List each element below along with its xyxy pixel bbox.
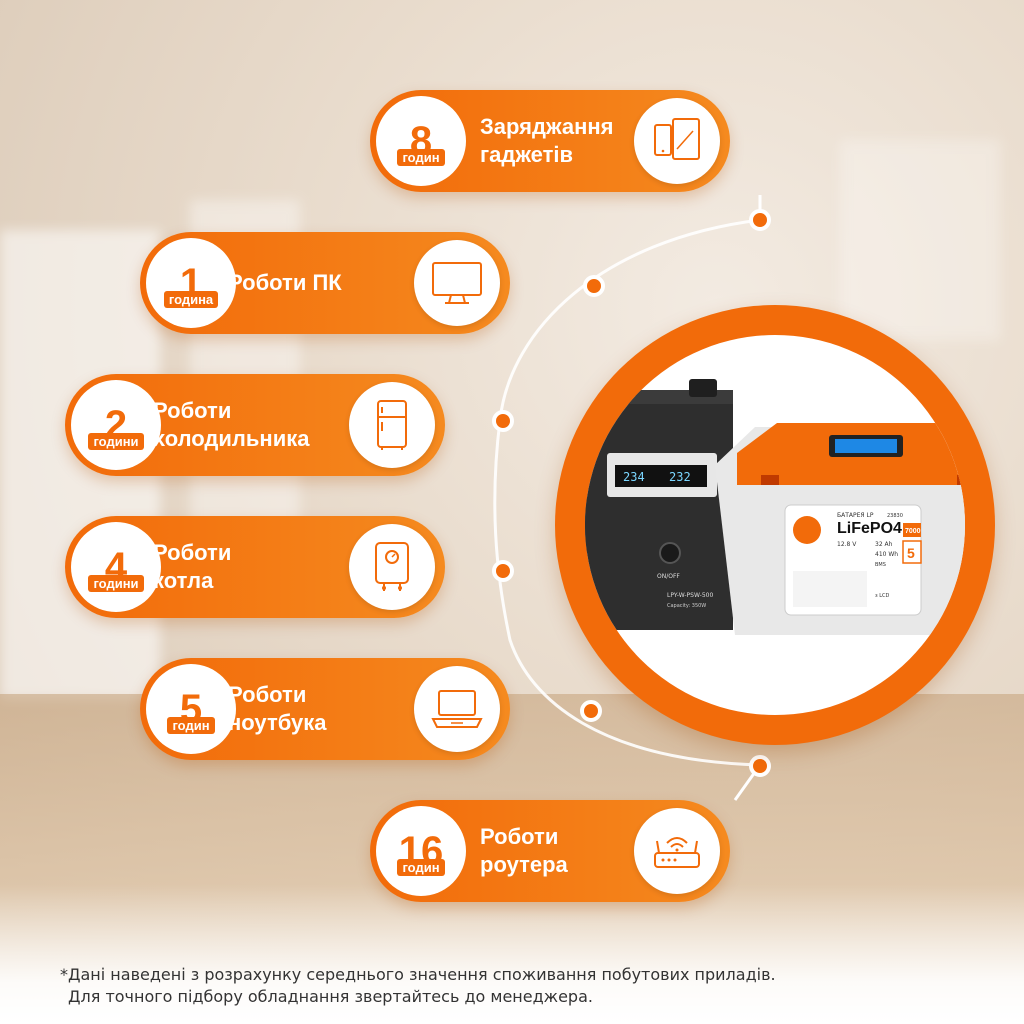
footnote: *Дані наведені з розрахунку середнього з… xyxy=(60,964,980,1008)
product-illustration: 234 232 ON/OFF LPY-W-PSW-500 Capacity: 3… xyxy=(585,379,965,635)
connector-dot xyxy=(492,410,514,432)
battery-chemistry: LiFePO4 xyxy=(837,520,902,537)
product-ring: 234 232 ON/OFF LPY-W-PSW-500 Capacity: 3… xyxy=(555,305,995,745)
hours-badge: 8 годин xyxy=(376,96,466,186)
hours-badge: 2 години xyxy=(71,380,161,470)
laptop-icon xyxy=(414,666,500,752)
item-pc: 1 година Роботи ПК xyxy=(140,232,510,334)
battery-code: 23830 xyxy=(887,513,903,519)
footnote-line-2: Для точного підбору обладнання звертайте… xyxy=(68,987,593,1006)
boiler-icon xyxy=(349,524,435,610)
connector-dot xyxy=(749,209,771,231)
router-icon xyxy=(634,808,720,894)
battery-brand-line: БАТАРЕЯ LP xyxy=(837,512,874,519)
hours-unit: годин xyxy=(167,717,215,734)
battery-bms: BMS xyxy=(875,562,886,568)
battery-energy: 410 Wh xyxy=(875,551,898,558)
fridge-icon xyxy=(349,382,435,468)
hours-unit: годин xyxy=(397,149,445,166)
hours-badge: 16 годин xyxy=(376,806,466,896)
product-image: 234 232 ON/OFF LPY-W-PSW-500 Capacity: 3… xyxy=(585,335,965,715)
item-label: Роботи ПК xyxy=(228,270,342,295)
connector-dot xyxy=(583,275,605,297)
battery-voltage: 12.8 V xyxy=(837,541,857,548)
hours-unit: година xyxy=(163,291,219,308)
battery-cycles: 7000 xyxy=(905,528,921,535)
connector-dot xyxy=(492,560,514,582)
battery-warranty: 5 xyxy=(907,545,915,561)
hours-badge: 5 годин xyxy=(146,664,236,754)
hours-unit: годин xyxy=(397,859,445,876)
battery-unit: БАТАРЕЯ LP 23830 LiFePO4 12.8 V 32 Ah 41… xyxy=(715,423,965,635)
inverter-switch-label: ON/OFF xyxy=(657,573,680,580)
inverter-model: LPY-W-PSW-500 xyxy=(667,592,713,599)
inverter-display-right: 232 xyxy=(669,470,691,484)
hours-badge: 4 години xyxy=(71,522,161,612)
inverter-capacity: Capacity: 350W xyxy=(667,603,706,609)
battery-capacity-ah: 32 Ah xyxy=(875,541,893,548)
hours-badge: 1 година xyxy=(146,238,236,328)
monitor-icon xyxy=(414,240,500,326)
hours-unit: години xyxy=(88,575,144,592)
inverter-display-left: 234 xyxy=(623,470,645,484)
connector-dot xyxy=(580,700,602,722)
footnote-line-1: *Дані наведені з розрахунку середнього з… xyxy=(60,965,776,984)
inverter-unit: 234 232 ON/OFF LPY-W-PSW-500 Capacity: 3… xyxy=(585,379,733,630)
battery-display-type: з LCD xyxy=(875,593,890,599)
hours-unit: години xyxy=(88,433,144,450)
tablet-phone-icon xyxy=(634,98,720,184)
connector-dot xyxy=(749,755,771,777)
